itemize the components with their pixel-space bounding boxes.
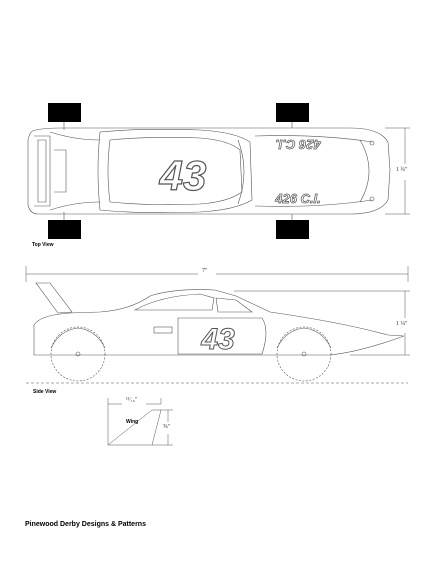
top-rear-spoiler <box>34 135 51 207</box>
wheel-top-rear-right <box>48 220 81 239</box>
side-height-dimension <box>234 290 410 356</box>
wing-label: Wing <box>126 419 139 425</box>
top-width-value: 1 ¾" <box>396 167 408 173</box>
side-view-label: Side View <box>33 389 57 395</box>
side-rear-wheel <box>50 326 106 382</box>
wing-shape <box>107 409 162 446</box>
side-height-value: 1 ¼" <box>396 321 408 327</box>
wheel-top-rear-left <box>48 103 81 122</box>
wing-detail-drawing <box>107 398 173 446</box>
top-width-dimension <box>385 127 410 215</box>
side-door <box>177 317 267 355</box>
top-view-drawing <box>27 103 391 239</box>
side-view-drawing <box>33 282 405 382</box>
side-door-number: 43 <box>200 323 235 356</box>
side-body-outline <box>33 289 405 356</box>
top-view-label: Top View <box>32 242 54 248</box>
wheel-top-front-right <box>276 220 309 239</box>
hood-engine-text-inverted: 426 C.I. <box>275 137 322 152</box>
hood-engine-text: 426 C.I. <box>274 191 321 206</box>
top-roof-number: 43 <box>159 152 207 199</box>
side-window <box>133 293 215 311</box>
top-cabin <box>97 129 253 213</box>
wheel-top-front-left <box>276 103 309 122</box>
side-rear-wing <box>35 282 73 314</box>
footer-title: Pinewood Derby Designs & Patterns <box>25 521 146 528</box>
top-body-outline <box>27 127 391 215</box>
side-front-wheel <box>276 326 332 382</box>
wing-height-value: ⅝" <box>163 424 170 430</box>
length-dimension <box>25 266 409 282</box>
length-value: 7" <box>202 268 208 274</box>
wing-width-value: ¹¹⁄₁₆" <box>126 397 138 403</box>
